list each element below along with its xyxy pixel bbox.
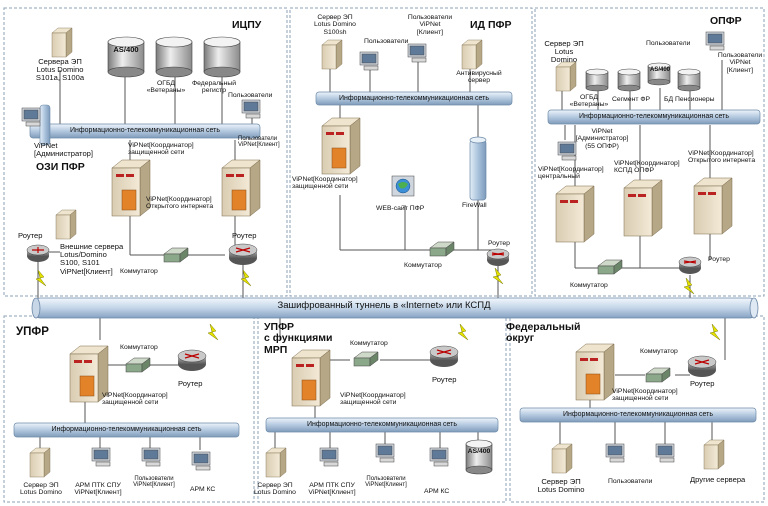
itks-bus-label-federal: Информационно-телекоммуникационная сеть (563, 411, 713, 418)
federal-other-servers-label: Другие сервера (690, 475, 746, 484)
as400-label-mrp: AS/400 (467, 448, 491, 455)
opfr-coord-central-label: ViPNet[Координатор] центральный (538, 166, 604, 181)
region-title-icpu: ИЦПУ (232, 19, 262, 31)
icpu-coord-open-label: ViPNet[Координатор] Открытого интернета (146, 196, 214, 211)
upfr-arm-ks-label: АРМ КС (190, 486, 216, 493)
mrp-users-label: Пользователи ViPNet[Клиент] (365, 476, 407, 489)
federal-switch-label: Коммутатор (640, 348, 678, 355)
idpfr-users-vipnet-label: Пользователи ViPNet [Клиент] (407, 14, 453, 36)
upfr-coord-label: ViPNet[Координатор] защищенной сети (102, 392, 168, 407)
idpfr-coord-protected-label: ViPNet[Координатор] защищенной сети (292, 176, 358, 191)
opfr-users-label: Пользователи (646, 40, 691, 47)
icpu-ogbd-label: ОГБД «Ветераны» (146, 80, 186, 95)
upfr-server-ep-label: Сервер ЭП Lotus Domino (20, 482, 62, 497)
opfr-server-ep-label: Сервер ЭП Lotus Domino (544, 39, 584, 65)
icpu-router-right-label: Роутер (232, 231, 257, 240)
workstation-icons (21, 31, 725, 471)
tunnel-pipe (31, 297, 759, 319)
idpfr-users-label: Пользователи (364, 38, 409, 45)
region-title-ozi: ОЗИ ПФР (36, 161, 85, 173)
tunnel-label: Зашифрованный туннель в «Internet» или К… (277, 300, 491, 311)
router-icons (26, 243, 717, 377)
mrp-switch-label: Коммутатор (350, 340, 388, 347)
panel-upfr-mrp (257, 315, 507, 503)
region-title-upfr: УПФР (16, 326, 49, 338)
idpfr-website-label: WEB-сайт ПФР (376, 205, 425, 212)
mrp-coord-label: ViPNet[Координатор] защищенной сети (340, 392, 406, 407)
opfr-segment-label: Сегмент ФР (612, 96, 651, 103)
opfr-users-vipnet-label: Пользователи ViPNet [Клиент] (717, 52, 763, 74)
as400-label-icpu: AS/400 (113, 45, 139, 54)
opfr-bd-pens-label: БД Пенсионеры (664, 96, 715, 103)
itks-bus-label-icpu: Информационно-телекоммуникационная сеть (70, 127, 220, 134)
idpfr-server-ep-label: Сервер ЭП Lotus Domino S100sh (314, 14, 356, 36)
region-title-upfr-mrp: УПФР с функциями МРП (264, 321, 333, 356)
icpu-ext-servers-label: Внешние сервера Lotus/Domino S100, S101 … (60, 242, 124, 276)
region-title-id-pfr: ИД ПФР (470, 19, 512, 31)
icpu-servers-ep-label: Сервера ЭП Lotus Domino S101a, S100a (35, 57, 85, 83)
mrp-server-ep-label: Сервер ЭП Lotus Domino (254, 482, 296, 497)
icpu-coord-protected-label: ViPNet[Координатор] защищенной сети (128, 142, 194, 157)
region-title-opfr: ОПФР (710, 15, 742, 27)
upfr-users-label: Пользователи ViPNet[Клиент] (133, 476, 175, 489)
icpu-clients-label: Пользователи ViPNet[Клиент] (238, 136, 280, 149)
itks-bus-label-opfr: Информационно-телекоммуникационная сеть (579, 113, 729, 120)
idpfr-firewall-label: FireWall (462, 202, 487, 209)
panel-icpu (3, 7, 288, 297)
opfr-coord-open-label: ViPNet[Координатор] Открытого интернета (688, 150, 756, 165)
icpu-switch-label: Коммутатор (120, 268, 158, 275)
idpfr-switch-label: Коммутатор (404, 262, 442, 269)
upfr-arm-ptk-label: АРМ ПТК СПУ ViPNet[Клиент] (74, 482, 122, 497)
opfr-ogbd-label: ОГБД «Ветераны» (569, 94, 609, 109)
federal-router-label: Роутер (690, 379, 715, 388)
lightning-icons (35, 267, 721, 341)
itks-bus-label-upfr: Информационно-телекоммуникационная сеть (51, 426, 202, 433)
mrp-router-label: Роутер (432, 375, 457, 384)
icpu-vipnet-admin-label: ViPNet [Администратор] (34, 141, 94, 159)
idpfr-router-label: Роутер (488, 240, 510, 247)
opfr-coord-kspd-label: ViPNet[Координатор] КСПД ОПФР (614, 160, 680, 175)
web-site-icon (391, 175, 415, 197)
region-title-federal: Федеральный округ (506, 321, 581, 345)
firewall-icon (469, 136, 487, 201)
icpu-router-left-label: Роутер (18, 231, 43, 240)
mrp-arm-ptk-label: АРМ ПТК СПУ ViPNet[Клиент] (308, 482, 356, 497)
opfr-vipnet-admin-label: ViPNet [Администратор] (55 ОПФР) (575, 128, 629, 150)
server-icons-large (69, 117, 733, 407)
icpu-fed-registry-label: Федеральный регистр (191, 80, 237, 95)
federal-users-label: Пользователи (608, 478, 653, 485)
itks-buses (13, 91, 761, 438)
as400-label-opfr: AS/400 (649, 67, 670, 73)
itks-bus-label-mrp: Информационно-телекоммуникационная сеть (307, 421, 457, 428)
opfr-router-label: Роутер (708, 256, 730, 263)
federal-coord-label: ViPNet[Координатор] защищенной сети (612, 388, 678, 403)
server-icons-small (29, 27, 725, 478)
icpu-users-label: Пользователи (228, 92, 273, 99)
upfr-router-label: Роутер (178, 379, 203, 388)
panel-opfr (534, 7, 765, 297)
itks-bus-label-idpfr: Информационно-телекоммуникационная сеть (339, 95, 489, 102)
mrp-arm-ks-label: АРМ КС (424, 488, 450, 495)
upfr-switch-label: Коммутатор (120, 344, 158, 351)
opfr-switch-label: Коммутатор (570, 282, 608, 289)
switch-icons (125, 241, 671, 383)
idpfr-antivirus-label: Антивирусный сервер (456, 70, 502, 85)
federal-server-ep-label: Сервер ЭП Lotus Domino (537, 477, 585, 495)
vertical-pipe-icon (39, 104, 51, 146)
database-icons (107, 36, 701, 475)
panel-id-pfr (289, 7, 533, 297)
